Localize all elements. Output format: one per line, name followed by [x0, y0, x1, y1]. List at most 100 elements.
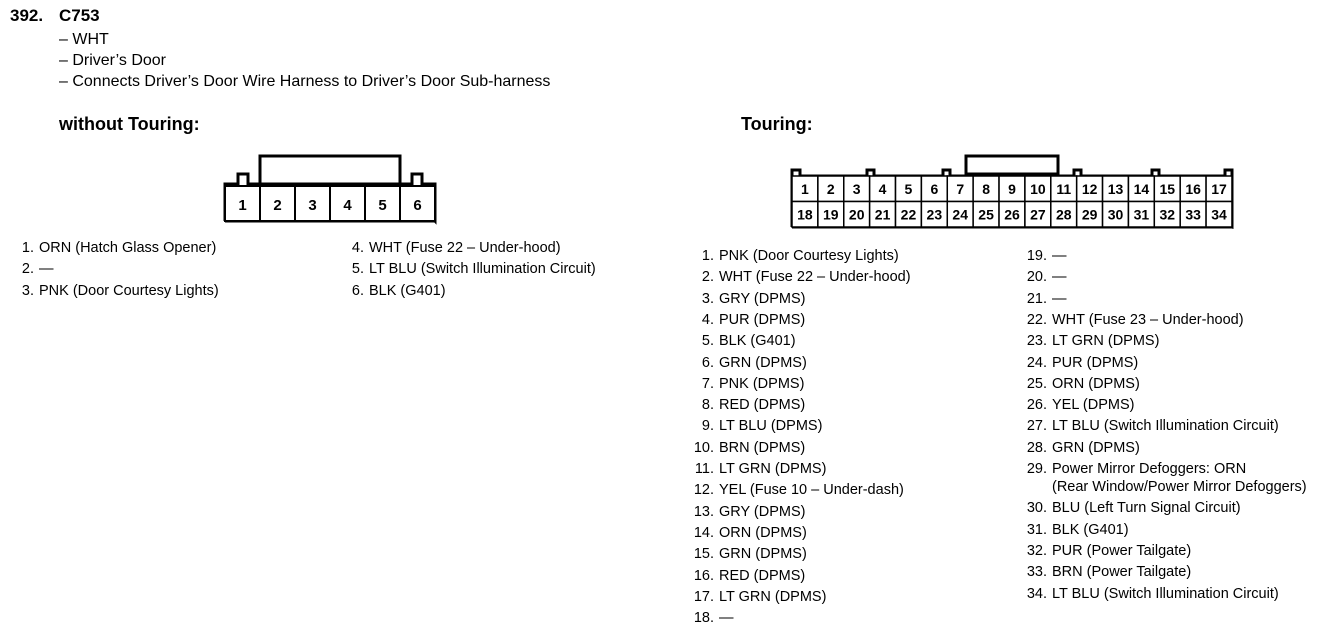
pin-number: 5.: [351, 261, 364, 278]
pin-list-item: 12. YEL (Fuse 10 – Under-dash): [690, 480, 904, 501]
pin-cavity: [972, 200, 1000, 228]
connector-description: – Connects Driver’s Door Wire Harness to…: [59, 73, 551, 90]
pin-description: YEL (Fuse 10 – Under-dash): [719, 482, 904, 499]
pin-number-label: 22: [901, 207, 917, 223]
pin-number-label: 6: [930, 181, 938, 197]
pin-number-label: 27: [1030, 207, 1046, 223]
pin-number-label: 9: [1008, 181, 1016, 197]
pin-description: LT GRN (DPMS): [719, 588, 827, 605]
pin-list-item: 5.BLK (G401): [690, 331, 796, 352]
pin-list-item: 15.GRN (DPMS): [690, 544, 807, 565]
pin-cavity: [1024, 200, 1052, 228]
pin-description: —: [719, 610, 734, 627]
pin-number-label: 13: [1108, 181, 1124, 197]
pin-description: GRN (DPMS): [719, 354, 807, 371]
pin-cavity: [1205, 175, 1233, 203]
pin-list-item: 17.LT GRN (DPMS): [690, 587, 827, 608]
pin-list-item: 6. GRN (DPMS): [690, 353, 807, 374]
pin-number-label: 24: [952, 207, 968, 223]
connector-id: C753: [59, 6, 100, 25]
connector-location: – Driver’s Door: [59, 52, 166, 69]
pin-description: GRN (DPMS): [719, 546, 807, 563]
pin-list-item: 19.—: [1020, 246, 1067, 267]
pin-number-label: 3: [308, 197, 316, 214]
pin-number-label: 5: [378, 197, 386, 214]
pin-number: 1.: [21, 240, 34, 256]
connector-color: – WHT: [59, 31, 109, 48]
pin-number: 13.: [693, 503, 714, 520]
pin-description: BRN (Power Tailgate): [1052, 564, 1192, 581]
pin-cavity: [364, 185, 401, 222]
pin-description: LT BLU (Switch Illumination Circuit): [369, 261, 596, 278]
without-touring-title: without Touring:: [59, 114, 200, 134]
pin-description: WHT (Fuse 23 – Under-hood): [1052, 311, 1244, 328]
pin-number: 14.: [693, 524, 714, 541]
touring-title: Touring:: [741, 114, 813, 134]
pin-number: 21.: [1026, 290, 1047, 307]
pin-number: 4.: [351, 240, 364, 256]
pin-description: BLU (Left Turn Signal Circuit): [1052, 500, 1241, 517]
pin-number: 3.: [701, 290, 714, 307]
pin-cavity: [1101, 200, 1130, 228]
connector-latch: [258, 154, 402, 186]
pin-number: 4.: [701, 311, 714, 328]
pin-list-item: 8.RED (DPMS): [690, 395, 805, 416]
pin-number-label: 33: [1185, 207, 1201, 223]
pin-description: LT GRN (DPMS): [719, 461, 827, 477]
pin-list-item: 1.PNK (Door Courtesy Lights): [690, 246, 899, 267]
pin-number-label: 30: [1108, 207, 1124, 223]
pin-number: 22.: [1026, 311, 1047, 328]
pin-description: LT GRN (DPMS): [1052, 333, 1160, 350]
pin-list-item: 16.RED (DPMS): [690, 566, 805, 587]
pin-description: LT BLU (Switch Illumination Circuit): [1052, 418, 1279, 435]
pin-number-label: 12: [1082, 181, 1098, 197]
pin-number-label: 34: [1211, 207, 1227, 223]
pin-number: 30.: [1026, 500, 1047, 517]
pin-number-label: 1: [801, 181, 809, 197]
pin-description: GRY (DPMS): [719, 503, 806, 520]
pin-description: WHT (Fuse 22 – Under-hood): [719, 269, 911, 286]
pin-number-label: 16: [1185, 181, 1201, 197]
pin-number: 16.: [693, 567, 714, 584]
pin-number: 26.: [1026, 397, 1047, 414]
pin-description: PUR (DPMS): [719, 311, 806, 328]
pin-number-label: 23: [927, 207, 943, 223]
pin-list-item: 4. WHT (Fuse 22 – Under-hood): [340, 238, 561, 259]
pin-list-item: 32.PUR (Power Tailgate): [1020, 541, 1191, 562]
pin-description: WHT (Fuse 22 – Under-hood): [369, 240, 561, 256]
pin-description: —: [39, 261, 54, 278]
pin-cavity: [259, 185, 296, 222]
pin-number-label: 26: [1004, 207, 1020, 223]
pin-number-label: 4: [879, 181, 887, 197]
pin-cavity: [868, 200, 897, 228]
pin-list-item: 22. WHT (Fuse 23 – Under-hood): [1020, 310, 1244, 331]
pin-number-label: 6: [413, 197, 421, 214]
pin-cavity: [972, 175, 1000, 203]
pin-number-label: 14: [1134, 181, 1150, 197]
pin-description: PNK (DPMS): [719, 375, 805, 392]
pin-list-item: 3.GRY (DPMS): [690, 289, 806, 310]
pin-cavity: [399, 185, 436, 222]
pin-cavity: [791, 200, 819, 228]
pin-description: ORN (Hatch Glass Opener): [39, 240, 217, 256]
pin-number-label: 15: [1159, 181, 1175, 197]
pin-number: 6.: [351, 282, 364, 299]
pin-list-item: 21.—: [1020, 289, 1067, 310]
pin-number-label: 1: [238, 197, 246, 214]
pin-number: 31.: [1026, 521, 1047, 538]
pin-number: 9.: [701, 418, 714, 435]
pin-number-label: 17: [1211, 181, 1227, 197]
pin-list-item: 1. ORN (Hatch Glass Opener): [10, 238, 216, 259]
pin-number: 12.: [693, 482, 714, 499]
pin-list-item: 3.PNK (Door Courtesy Lights): [10, 281, 219, 302]
pin-cavity: [946, 200, 974, 228]
pin-description: BLK (G401): [1052, 521, 1129, 538]
pin-number: 6.: [701, 354, 714, 371]
pin-number: 2.: [701, 269, 714, 286]
pin-number-label: 18: [797, 207, 813, 223]
pin-description: Power Mirror Defoggers: ORN: [1052, 461, 1247, 477]
pin-list-item: 27.LT BLU (Switch Illumination Circuit): [1020, 416, 1279, 437]
pin-list-item: 33.BRN (Power Tailgate): [1020, 562, 1191, 583]
pin-number-label: 29: [1082, 207, 1098, 223]
